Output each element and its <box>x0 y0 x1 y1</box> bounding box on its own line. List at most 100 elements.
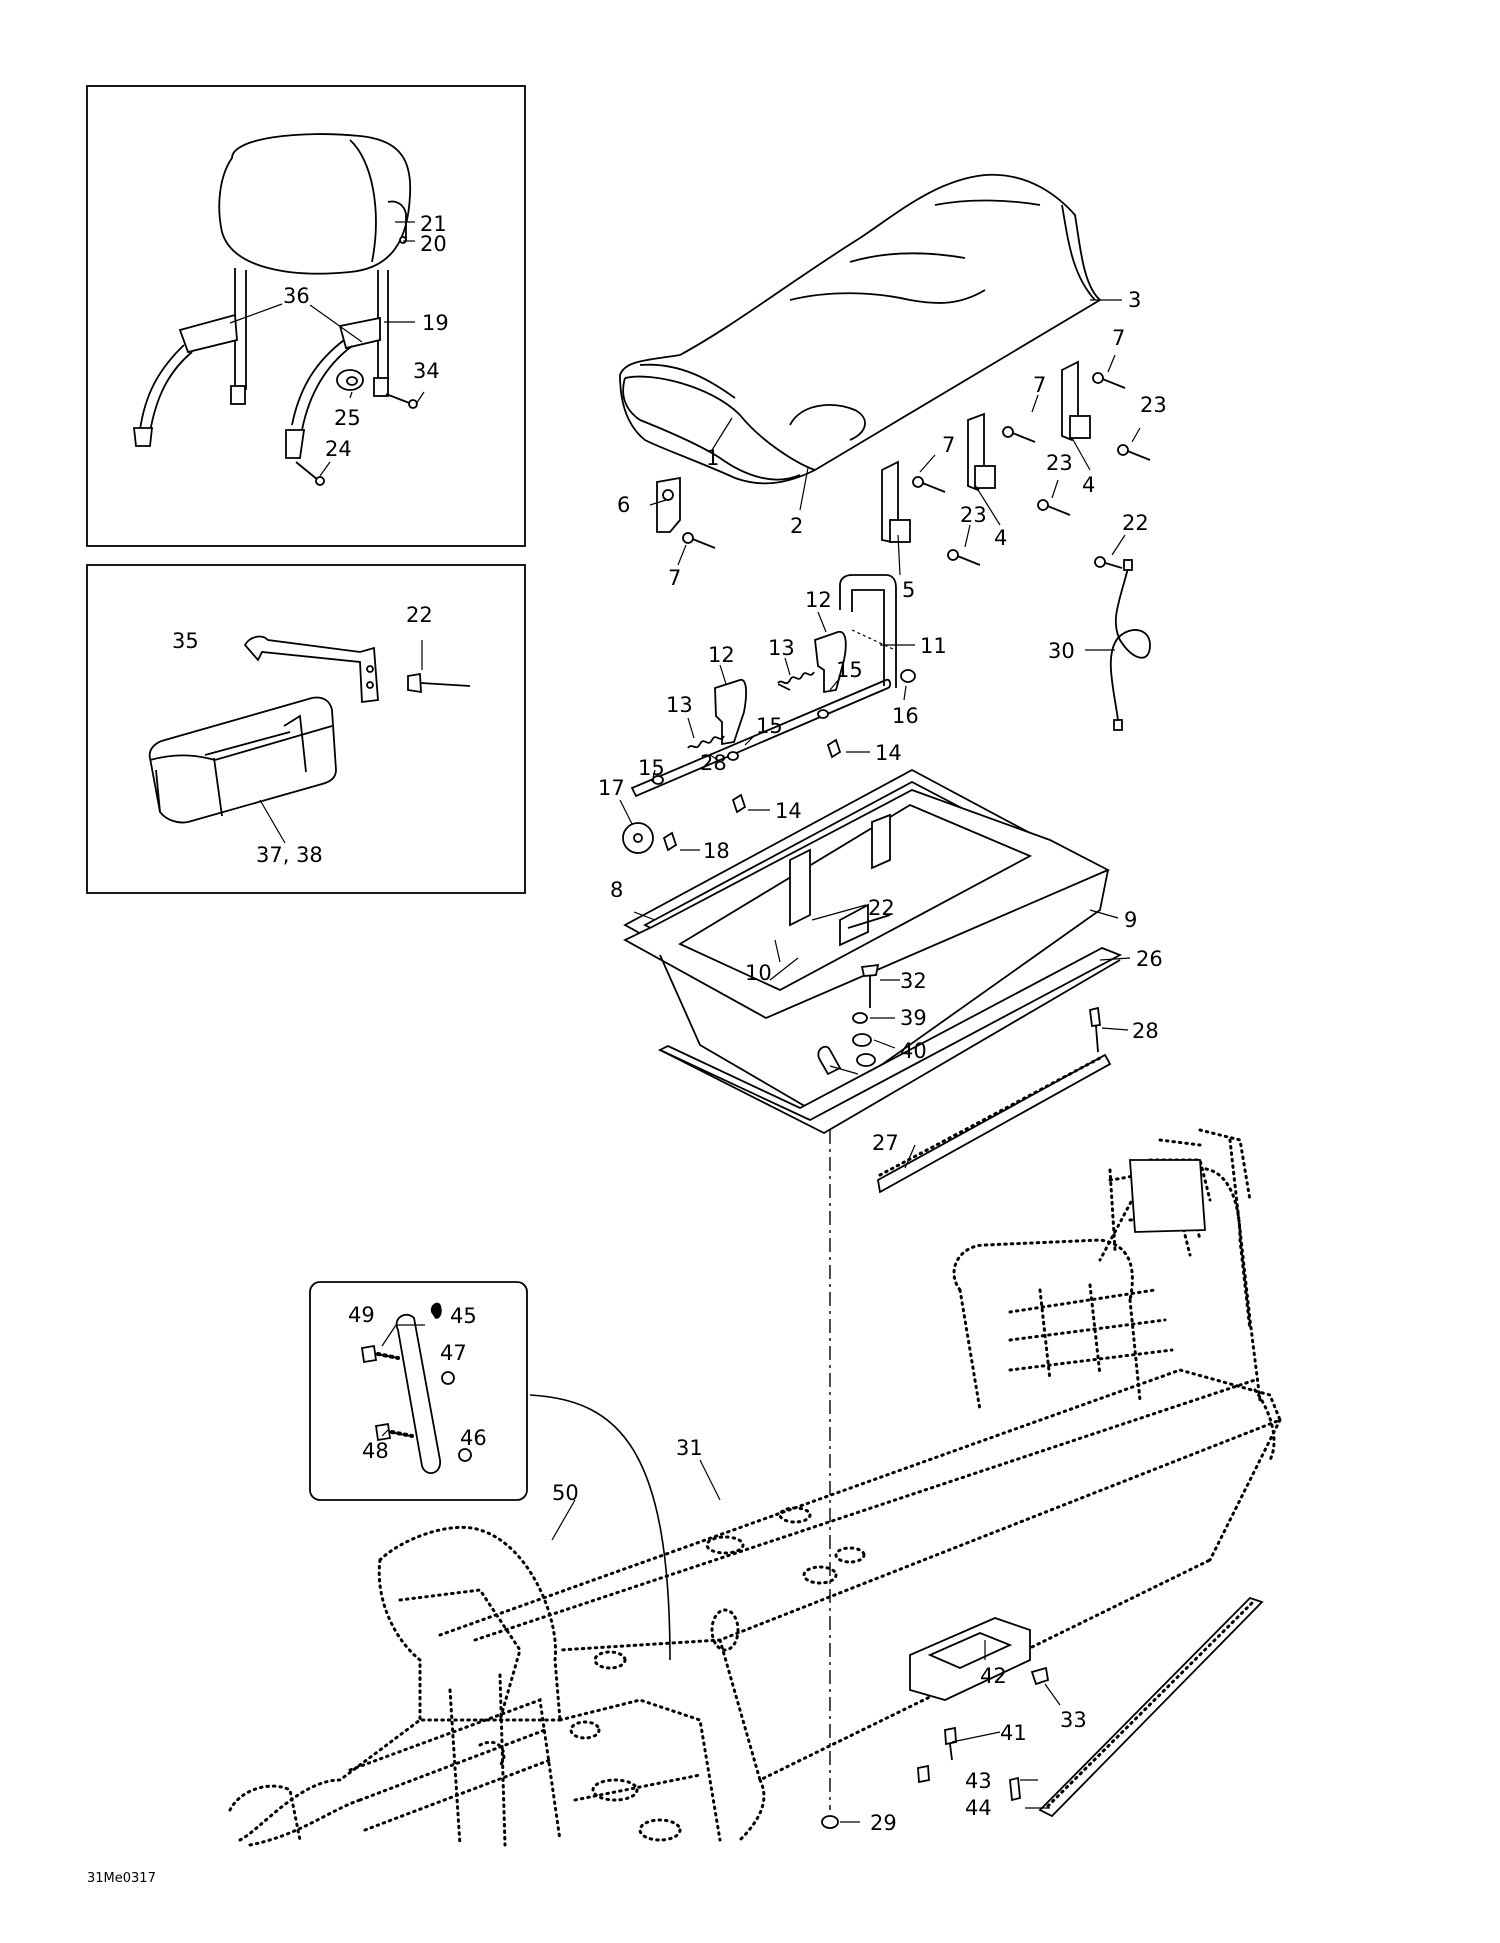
callout-8: 8 <box>610 878 623 902</box>
callout-13-a: 13 <box>768 636 795 660</box>
callout-22-inset: 22 <box>406 603 433 627</box>
hinge-left <box>656 476 681 533</box>
callout-30: 30 <box>1048 639 1075 663</box>
tunnel-holes <box>569 1506 866 1842</box>
callout-34: 34 <box>413 359 440 383</box>
callout-13-b: 13 <box>666 693 693 717</box>
callout-44: 44 <box>965 1796 992 1820</box>
hinge-right-a <box>967 412 996 492</box>
callout-19: 19 <box>422 311 449 335</box>
callout-7-a: 7 <box>668 566 681 590</box>
callout-32: 32 <box>900 969 927 993</box>
seat-bracket <box>243 635 379 704</box>
detail-leader-arc <box>529 1394 671 1661</box>
hinge-right-b <box>1061 360 1091 442</box>
tunnel-chassis <box>438 1128 1282 1842</box>
front-frame <box>228 1525 722 1847</box>
tray-strip <box>877 1053 1112 1194</box>
callout-7-c: 7 <box>1033 373 1046 397</box>
callout-31: 31 <box>676 1436 703 1460</box>
callout-14-a: 14 <box>875 741 902 765</box>
backrest-frame <box>132 268 389 459</box>
callout-18: 18 <box>703 839 730 863</box>
callout-42: 42 <box>980 1664 1007 1688</box>
callout-28-a: 28 <box>700 751 727 775</box>
inset-box-bracket-detail <box>309 1281 528 1501</box>
latch-hook-lower <box>714 678 747 746</box>
latch-hook-upper <box>814 630 847 694</box>
callout-3: 3 <box>1128 288 1141 312</box>
callout-50: 50 <box>552 1481 579 1505</box>
bolts-and-nuts <box>360 1302 472 1462</box>
callout-37-38: 37, 38 <box>256 843 323 867</box>
callout-36: 36 <box>283 284 310 308</box>
callout-21: 21 <box>420 212 447 236</box>
callout-39: 39 <box>900 1006 927 1030</box>
tray-base-pad <box>657 947 1123 1135</box>
rivet-28 <box>1089 1006 1101 1053</box>
latch-rod <box>630 574 897 798</box>
backrest-screw <box>295 393 418 486</box>
callout-7-d: 7 <box>1112 326 1125 350</box>
figure-reference-code: 31Me0317 <box>87 1871 156 1886</box>
callout-48: 48 <box>362 1439 389 1463</box>
small-fasteners <box>821 1666 1050 1829</box>
inset-box-backrest <box>86 85 526 547</box>
callout-14-b: 14 <box>775 799 802 823</box>
callout-22-b: 22 <box>1122 511 1149 535</box>
callout-28-b: 28 <box>1132 1019 1159 1043</box>
callout-23-b: 23 <box>1046 451 1073 475</box>
callout-5: 5 <box>902 578 915 602</box>
callout-47: 47 <box>440 1341 467 1365</box>
slide-rail <box>1038 1596 1264 1818</box>
seat-base-strip <box>622 377 801 481</box>
inset-box-seat-option <box>86 564 526 894</box>
callout-12-b: 12 <box>708 643 735 667</box>
backrest-bushing <box>336 369 364 391</box>
callout-49: 49 <box>348 1303 375 1327</box>
mount-bracket <box>395 1313 441 1474</box>
callout-15-b: 15 <box>756 714 783 738</box>
callout-10: 10 <box>745 961 772 985</box>
callout-27: 27 <box>872 1131 899 1155</box>
seat-cover <box>619 173 1102 485</box>
callout-2: 2 <box>790 514 803 538</box>
callout-4-b: 4 <box>1082 473 1095 497</box>
callout-40: 40 <box>900 1039 927 1063</box>
bearing-42 <box>909 1617 1031 1701</box>
callout-15-c: 15 <box>638 756 665 780</box>
callout-25: 25 <box>334 406 361 430</box>
callout-46: 46 <box>460 1426 487 1450</box>
callout-17: 17 <box>598 776 625 800</box>
callout-24: 24 <box>325 437 352 461</box>
rivets <box>682 372 1151 569</box>
callout-11: 11 <box>920 634 947 658</box>
callout-45: 45 <box>450 1304 477 1328</box>
latch-spring-lower <box>687 735 725 749</box>
backrest-pad <box>218 133 412 275</box>
callout-1: 1 <box>706 446 719 470</box>
callout-16: 16 <box>892 704 919 728</box>
callout-41: 41 <box>1000 1721 1027 1745</box>
callout-43: 43 <box>965 1769 992 1793</box>
callout-20: 20 <box>420 232 447 256</box>
hinge-mid <box>881 460 911 544</box>
latch-spring-upper <box>777 671 815 691</box>
callout-15-a: 15 <box>836 658 863 682</box>
callout-4-a: 4 <box>994 526 1007 550</box>
passenger-seat-cushion <box>148 696 337 824</box>
callout-23-c: 23 <box>1140 393 1167 417</box>
spacer-washer <box>622 822 654 854</box>
storage-tray <box>623 789 1111 1114</box>
callout-6: 6 <box>617 493 630 517</box>
callout-9: 9 <box>1124 908 1137 932</box>
seat-rivet <box>407 672 471 694</box>
callout-26: 26 <box>1136 947 1163 971</box>
clips-and-bushings <box>652 669 916 852</box>
callout-35: 35 <box>172 629 199 653</box>
callout-7-b: 7 <box>942 433 955 457</box>
callout-29: 29 <box>870 1811 897 1835</box>
callout-22-c: 22 <box>868 896 895 920</box>
